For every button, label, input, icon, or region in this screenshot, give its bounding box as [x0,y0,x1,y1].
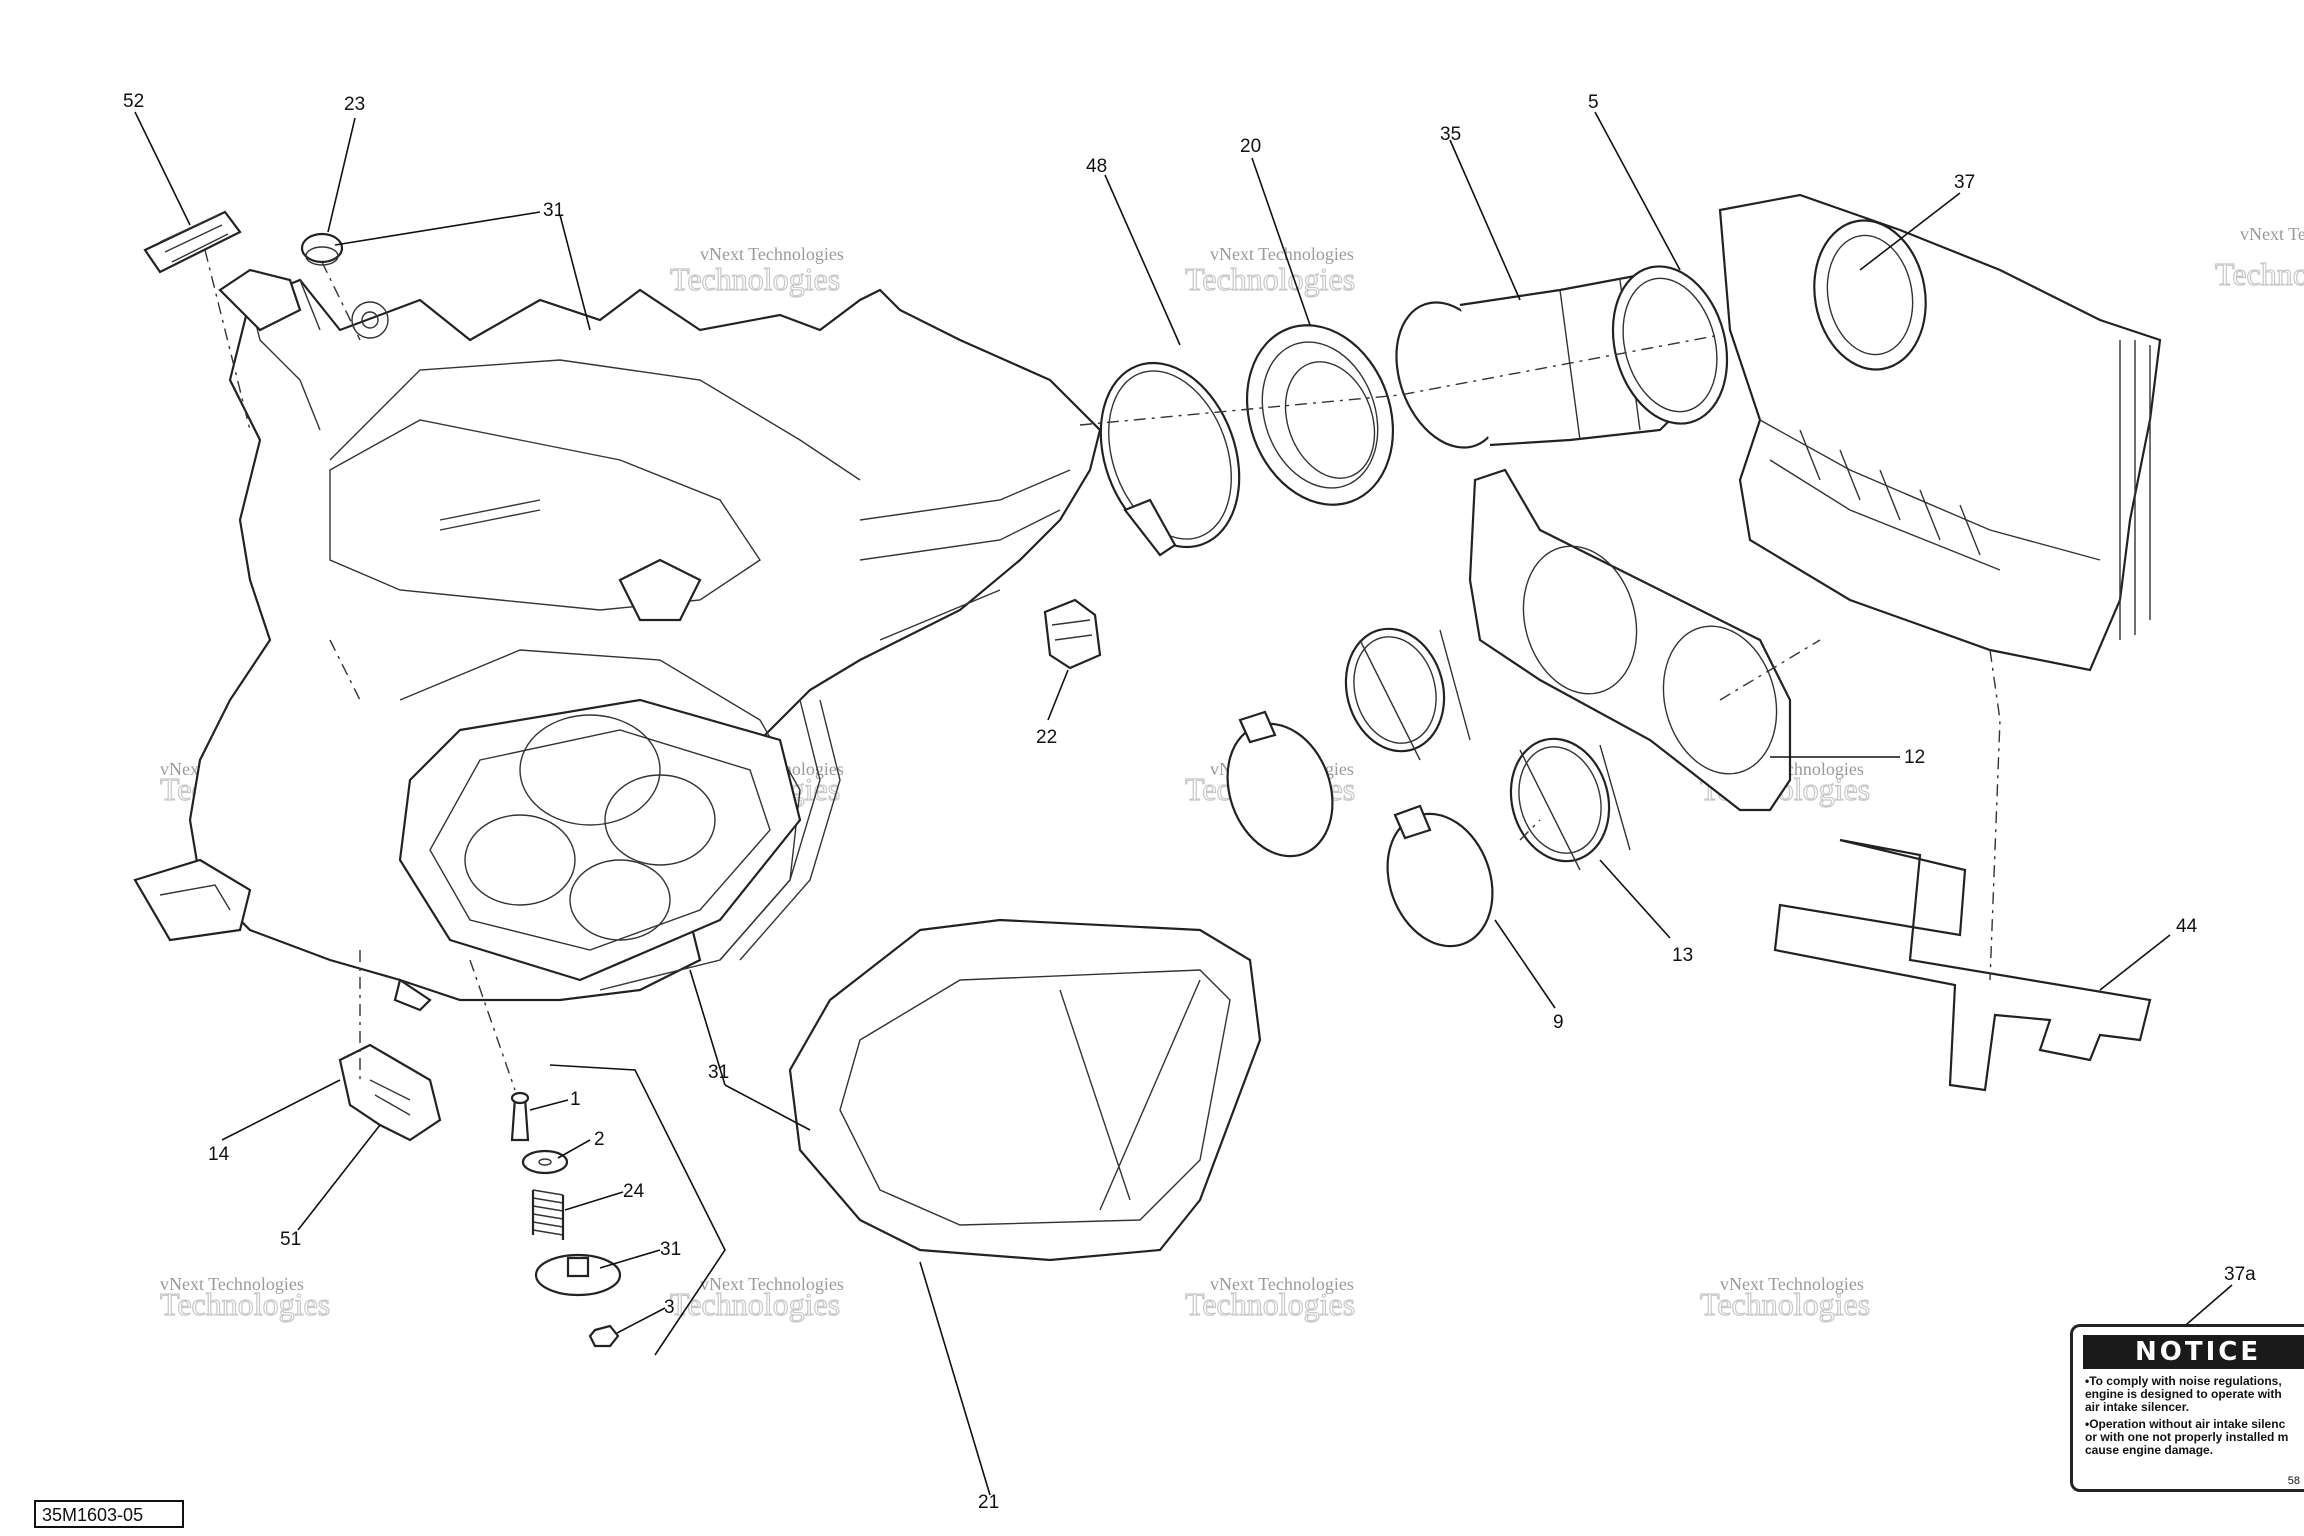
watermark-outline: Technologies [670,1286,840,1322]
part-52-label [143,210,242,274]
notice-line: cause engine damage. [2085,1443,2214,1457]
callout-24: 24 [623,1181,645,1202]
callout-52: 52 [123,91,144,112]
part-14-bracket [338,1043,442,1142]
callout-9: 9 [1553,1012,1564,1033]
callout-37: 37 [1954,172,1975,193]
notice-decal: NOTICE •To comply with noise regulations… [2070,1324,2304,1492]
callout-31-washer: 31 [660,1239,681,1260]
watermark-text: vNext Technologies [2240,224,2304,244]
notice-title: NOTICE [2083,1335,2304,1369]
part-35-duct [1395,265,1729,449]
watermark-outline: Technologies [670,261,840,297]
notice-code: 58 [2287,1475,2300,1487]
part-21-gasket [788,918,1262,1262]
watermark-text: vNext Technologies [1210,1274,1354,1294]
watermark-outline: Technologies [1185,1286,1355,1322]
notice-line: air intake silencer. [2085,1400,2190,1414]
watermark-text: vNext Technologies [1720,1274,1864,1294]
part-9-clamps [1226,710,1494,948]
callout-2: 2 [594,1129,605,1150]
notice-line: •To comply with noise regulations, [2085,1374,2282,1388]
callout-44: 44 [2176,916,2198,937]
part-20-ring [1245,324,1395,506]
callout-12: 12 [1904,747,1925,768]
callout-1: 1 [570,1089,581,1110]
part-44-foam [1773,838,2152,1092]
watermark-outline: Technologies [160,1286,330,1322]
watermark-outline: Technologies [1185,261,1355,297]
watermark-text: vNext Technologies [160,1274,304,1294]
callout-13: 13 [1672,945,1693,966]
notice-line: •Operation without air intake silenc [2085,1417,2286,1431]
callout-51: 51 [280,1229,301,1250]
callout-31: 31 [543,200,564,221]
callout-37a: 37a [2224,1264,2256,1285]
notice-line: or with one not properly installed m [2085,1430,2289,1444]
watermark-text: vNext Technologies [700,244,844,264]
callout-31-lower: 31 [708,1062,729,1083]
part-22-clip [1043,598,1102,670]
watermark-outline: Technologies [2215,256,2304,292]
leader-lines [134,111,2233,1496]
callout-numbers: 52 23 31 48 20 35 5 37 22 12 13 9 44 14 … [123,91,2256,1513]
notice-line: engine is designed to operate with [2085,1387,2282,1401]
watermark-text: vNext Technologies [1210,244,1354,264]
watermark-text: vNext Technologies [700,1274,844,1294]
callout-14: 14 [208,1144,230,1165]
part-48-clamp [1099,361,1241,557]
callout-3: 3 [664,1297,675,1318]
callout-48: 48 [1086,156,1107,177]
airbox-housing [133,268,1102,1012]
part-13-sleeves [1344,627,1631,871]
reference-code: 35M1603-05 [34,1500,184,1528]
part-23-grommet [300,232,344,266]
callout-23: 23 [344,94,365,115]
callout-5: 5 [1588,92,1599,113]
assembly-axis-lines [204,249,2001,1091]
callout-22: 22 [1036,727,1057,748]
callout-21: 21 [978,1492,999,1513]
watermark-outline: Technologies [1700,1286,1870,1322]
callout-20: 20 [1240,136,1261,157]
hardware-stack [510,1091,622,1348]
part-37-silencer [1718,193,2162,672]
part-12-adapter-plate [1468,468,1792,812]
callout-35: 35 [1440,124,1461,145]
